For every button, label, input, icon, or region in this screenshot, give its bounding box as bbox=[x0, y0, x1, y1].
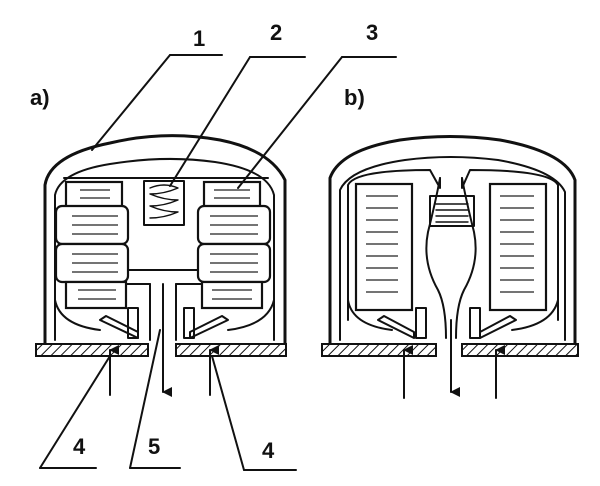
base-plate-right-a bbox=[175, 343, 287, 357]
filter-stack-right-a bbox=[196, 180, 272, 310]
leader-3 bbox=[237, 56, 343, 189]
housing-a-bottom-right-curve bbox=[227, 299, 275, 331]
housing-a-outer bbox=[43, 134, 287, 347]
panel-a: a) bbox=[30, 85, 287, 397]
inner-cup-right-b bbox=[461, 169, 559, 321]
housing-a-inner bbox=[54, 157, 275, 341]
leader-4-right bbox=[211, 355, 245, 471]
panel-b: b) bbox=[321, 85, 579, 399]
leader-2 bbox=[169, 56, 251, 187]
base-plate-right-b bbox=[461, 343, 579, 357]
base-plate-left-a bbox=[35, 343, 149, 357]
inlet-valves-b bbox=[347, 299, 559, 339]
callout-5: 5 bbox=[148, 434, 160, 459]
filter-stack-left-a bbox=[54, 180, 130, 310]
inner-cup-left-b bbox=[347, 169, 441, 321]
housing-b-outer bbox=[328, 135, 577, 347]
panel-a-label: a) bbox=[30, 85, 50, 110]
callout-3: 3 bbox=[366, 20, 378, 45]
housing-a-bottom-left-curve bbox=[54, 299, 101, 331]
panel-b-label: b) bbox=[344, 85, 365, 110]
central-bulb-b-right bbox=[455, 177, 477, 339]
filter-element-left-b bbox=[354, 182, 414, 312]
spring-b bbox=[429, 195, 475, 227]
callouts: 1 2 3 4 5 4 bbox=[39, 20, 397, 471]
base-plate-left-b bbox=[321, 343, 437, 357]
callout-4-left: 4 bbox=[73, 434, 86, 459]
callout-4-right: 4 bbox=[262, 438, 275, 463]
filter-element-right-b bbox=[488, 182, 548, 312]
central-tube-a bbox=[125, 269, 203, 351]
inlet-valves-a bbox=[99, 307, 229, 339]
leader-5 bbox=[129, 329, 161, 469]
leader-4-left bbox=[39, 355, 111, 469]
callout-2: 2 bbox=[270, 20, 282, 45]
central-bulb-b bbox=[425, 177, 447, 339]
spring-a bbox=[143, 180, 185, 226]
housing-b-inner bbox=[339, 156, 566, 341]
leader-1 bbox=[91, 54, 171, 151]
callout-1: 1 bbox=[193, 26, 205, 51]
